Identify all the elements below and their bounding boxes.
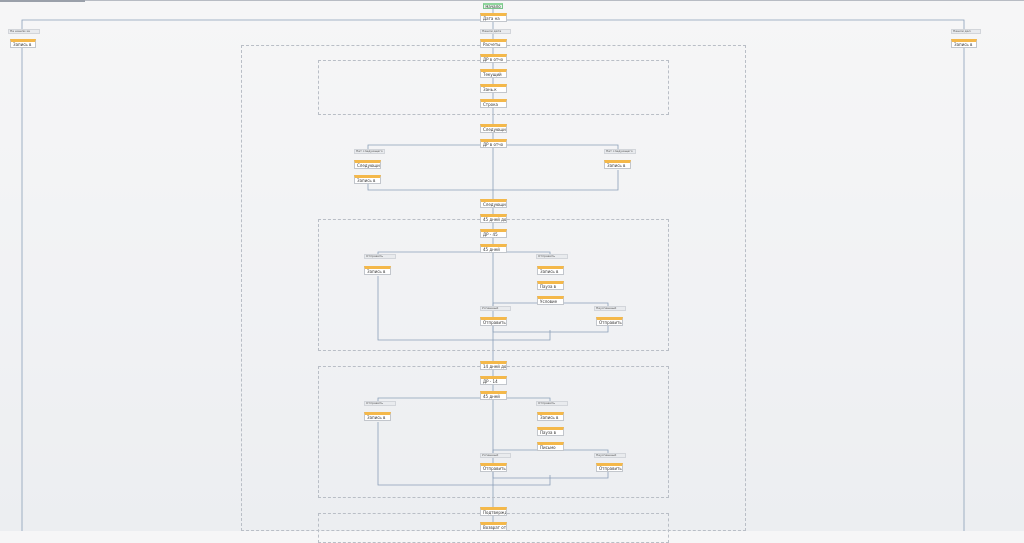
14-success-label: Успешный	[480, 453, 511, 458]
top-border	[0, 0, 1024, 1]
45-success-label: Успешный	[480, 306, 511, 311]
45dn2-block[interactable]: 45 дней	[480, 391, 507, 400]
branch-label-right: Нет следующего	[604, 149, 636, 154]
write-right-block[interactable]: Запись в	[604, 160, 631, 169]
14-condition[interactable]: Письмо	[537, 442, 564, 451]
string-block[interactable]: Строка	[480, 99, 507, 108]
dp-loop-block-2[interactable]: ДР в отчо	[480, 139, 507, 148]
14-send-b[interactable]: Отправить	[596, 463, 623, 472]
14-send-a[interactable]: Отправить	[480, 463, 507, 472]
dp45-block[interactable]: ДР - 45	[480, 229, 507, 238]
contracts-block[interactable]: Расчеты	[480, 39, 507, 48]
45-condition[interactable]: Условие	[537, 296, 564, 305]
scope-45-days	[318, 219, 669, 351]
14-days-block[interactable]: 14 дней до	[480, 361, 507, 370]
return-block[interactable]: Возврат от	[480, 522, 507, 531]
dp-loop-block[interactable]: ДР в отчо	[480, 54, 507, 63]
45-days-block[interactable]: 45 дней до	[480, 214, 507, 223]
branch-label-mid-top: Нашли дата	[480, 29, 511, 34]
14-pause[interactable]: Пауза в	[537, 427, 564, 436]
scope-14-days	[318, 366, 669, 498]
45-write-left[interactable]: Запись в	[364, 266, 391, 275]
branch-label-left: Нет следующего	[354, 149, 385, 154]
next-block-2[interactable]: Следующий	[480, 199, 507, 208]
45-unsuccess-label: Неуспешный	[594, 306, 626, 311]
45-send-a[interactable]: Отправить	[480, 317, 507, 326]
45dn-block[interactable]: 45 дней	[480, 244, 507, 253]
next-block-1[interactable]: Следующий	[480, 124, 507, 133]
45-send-b[interactable]: Отправить	[596, 317, 623, 326]
confirm-block[interactable]: Подтвержд	[480, 507, 507, 516]
write-left-block[interactable]: Запись в	[354, 175, 381, 184]
dp14-block[interactable]: ДР - 14	[480, 376, 507, 385]
14-unsuccess-label: Неуспешный	[594, 453, 626, 458]
45-write-right[interactable]: Запись в	[537, 266, 564, 275]
send-label-right-14: Отправить	[536, 401, 568, 406]
current-block[interactable]: Текущий	[480, 69, 507, 78]
send-label-left-45: Отправить	[364, 254, 396, 259]
branch-label-right-top: Нашли дал	[951, 29, 981, 34]
14-write-right[interactable]: Запись в	[537, 412, 564, 421]
top-accent	[0, 0, 85, 2]
right-write-block[interactable]: Запись в	[951, 39, 977, 48]
start-node[interactable]: Начало	[483, 3, 503, 9]
send-label-left-14: Отправить	[364, 401, 396, 406]
45-pause[interactable]: Пауза в	[537, 281, 564, 290]
left-write-block[interactable]: Запись в	[10, 39, 36, 48]
14-write-left[interactable]: Запись в	[364, 412, 391, 421]
send-label-right-45: Отправить	[536, 254, 568, 259]
date-block[interactable]: Дата на	[480, 13, 507, 22]
next-inner-block[interactable]: Следующий	[354, 160, 381, 169]
value-block[interactable]: Зань.к	[480, 84, 507, 93]
branch-label-left-top: Не нашли за	[8, 29, 40, 34]
